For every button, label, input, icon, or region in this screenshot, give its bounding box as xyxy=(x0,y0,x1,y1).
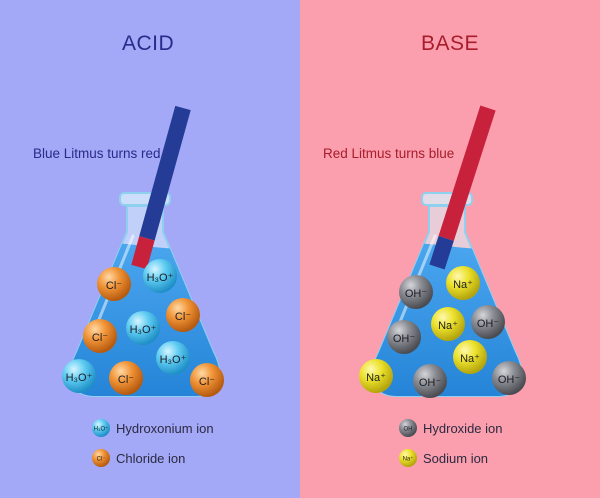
acid-litmus-note: Blue Litmus turns red xyxy=(33,146,161,161)
base-legend-label-2: Sodium ion xyxy=(423,451,489,466)
acid-ion-2: H₃O⁺ xyxy=(143,259,177,293)
svg-text:OH⁻: OH⁻ xyxy=(419,377,442,389)
base-ions: OH⁻ Na⁺ OH⁻ Na⁺ OH⁻ Na⁺ Na⁺ OH⁻ OH⁻ xyxy=(359,266,526,398)
base-ion-1: OH⁻ xyxy=(399,275,433,309)
svg-text:Cl⁻: Cl⁻ xyxy=(199,376,215,388)
legend-sodium-ion-icon: Na⁺ xyxy=(399,449,417,467)
svg-text:OH: OH xyxy=(404,427,413,433)
base-legend-icons: OH Na⁺ xyxy=(399,419,417,467)
svg-text:Na⁺: Na⁺ xyxy=(460,353,480,365)
acid-ion-4: H₃O⁺ xyxy=(126,311,160,345)
base-ion-3: OH⁻ xyxy=(387,320,421,354)
base-title: BASE xyxy=(421,32,480,55)
svg-text:H₃O⁺: H₃O⁺ xyxy=(94,426,109,433)
base-litmus-strip-dipped xyxy=(429,235,454,270)
svg-text:OH⁻: OH⁻ xyxy=(498,374,521,386)
acid-ion-8: Cl⁻ xyxy=(109,361,143,395)
base-litmus-note: Red Litmus turns blue xyxy=(323,146,455,161)
svg-text:Cl⁻: Cl⁻ xyxy=(92,332,108,344)
legend-chloride-ion-icon: Cl⁻ xyxy=(92,449,110,467)
svg-text:H₃O⁺: H₃O⁺ xyxy=(66,372,93,384)
acid-ion-1: Cl⁻ xyxy=(97,267,131,301)
acid-ion-5: Cl⁻ xyxy=(166,298,200,332)
svg-text:OH⁻: OH⁻ xyxy=(477,318,500,330)
base-ion-7: Na⁺ xyxy=(359,359,393,393)
base-ion-5: OH⁻ xyxy=(471,305,505,339)
svg-text:Cl⁻: Cl⁻ xyxy=(118,374,134,386)
svg-text:Na⁺: Na⁺ xyxy=(366,372,386,384)
base-litmus-strip-top xyxy=(438,105,496,241)
base-ion-4: Na⁺ xyxy=(431,307,465,341)
acid-litmus-strip-top xyxy=(139,105,191,241)
acid-litmus-strip-dipped xyxy=(131,236,155,270)
svg-text:OH⁻: OH⁻ xyxy=(393,333,416,345)
acid-ion-9: Cl⁻ xyxy=(190,363,224,397)
svg-text:Cl⁻: Cl⁻ xyxy=(97,457,106,463)
svg-text:H₃O⁺: H₃O⁺ xyxy=(160,354,187,366)
base-ion-8: OH⁻ xyxy=(413,364,447,398)
acid-legend-icons: H₃O⁺ Cl⁻ xyxy=(92,419,110,467)
acid-legend-label-2: Chloride ion xyxy=(116,451,186,466)
base-ion-9: OH⁻ xyxy=(492,361,526,395)
acid-ion-7: H₃O⁺ xyxy=(62,359,96,393)
svg-text:H₃O⁺: H₃O⁺ xyxy=(147,272,174,284)
acid-legend-label-1: Hydroxonium ion xyxy=(116,421,214,436)
svg-text:Cl⁻: Cl⁻ xyxy=(175,311,191,323)
svg-text:Cl⁻: Cl⁻ xyxy=(106,280,122,292)
base-legend-label-1: Hydroxide ion xyxy=(423,421,503,436)
legend-hydroxide-ion-icon: OH xyxy=(399,419,417,437)
acid-ions: Cl⁻ H₃O⁺ Cl⁻ H₃O⁺ Cl⁻ H₃O⁺ H₃O⁺ Cl⁻ Cl⁻ xyxy=(62,259,224,397)
svg-text:H₃O⁺: H₃O⁺ xyxy=(130,324,157,336)
svg-text:Na⁺: Na⁺ xyxy=(403,456,414,463)
svg-text:Na⁺: Na⁺ xyxy=(453,279,473,291)
svg-text:Na⁺: Na⁺ xyxy=(438,320,458,332)
svg-text:OH⁻: OH⁻ xyxy=(405,288,428,300)
base-ion-2: Na⁺ xyxy=(446,266,480,300)
acid-title: ACID xyxy=(122,32,175,55)
base-ion-6: Na⁺ xyxy=(453,340,487,374)
acid-ion-3: Cl⁻ xyxy=(83,319,117,353)
legend-hydroxonium-ion-icon: H₃O⁺ xyxy=(92,419,110,437)
acid-ion-6: H₃O⁺ xyxy=(156,341,190,375)
